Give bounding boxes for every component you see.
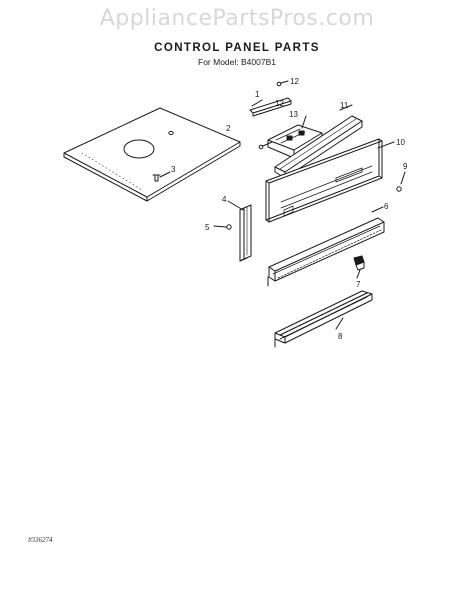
callout-2: 2 — [226, 124, 231, 133]
part-vent-trim-8 — [274, 290, 373, 348]
part-screw-3 — [152, 171, 171, 182]
callout-10: 10 — [396, 138, 405, 147]
part-screw-9 — [396, 171, 406, 192]
callout-5: 5 — [205, 223, 210, 232]
callout-13: 13 — [289, 110, 298, 119]
callout-3: 3 — [171, 165, 176, 174]
callout-11: 11 — [340, 101, 349, 110]
callout-9: 9 — [403, 162, 408, 171]
part-bracket-1 — [249, 97, 292, 117]
callout-12-upper: 12 — [290, 77, 299, 86]
part-screw-12-lower — [258, 141, 273, 150]
part-end-cap-4 — [227, 200, 252, 262]
callout-1: 1 — [255, 90, 260, 99]
watermark-logo: AppliancePartsPros.com — [99, 6, 375, 31]
part-clip-7 — [353, 255, 365, 279]
callout-7: 7 — [356, 280, 361, 289]
part-control-panel-10 — [265, 138, 395, 223]
model-line: For Model: B4007B1 — [198, 57, 276, 67]
callout-8: 8 — [338, 332, 343, 341]
page-title: CONTROL PANEL PARTS — [154, 42, 320, 54]
callout-6: 6 — [384, 202, 389, 211]
callout-labels: 1 2 3 4 5 6 7 8 9 10 11 12 12 13 — [171, 77, 408, 341]
part-channel-trim-6 — [267, 206, 385, 287]
callout-4: 4 — [222, 195, 227, 204]
part-screw-5 — [213, 224, 232, 230]
callout-12-lower: 12 — [275, 99, 284, 108]
diagram-code: #336274 — [28, 536, 53, 544]
part-screw-12-upper — [276, 80, 289, 87]
part-top-panel — [63, 107, 241, 202]
